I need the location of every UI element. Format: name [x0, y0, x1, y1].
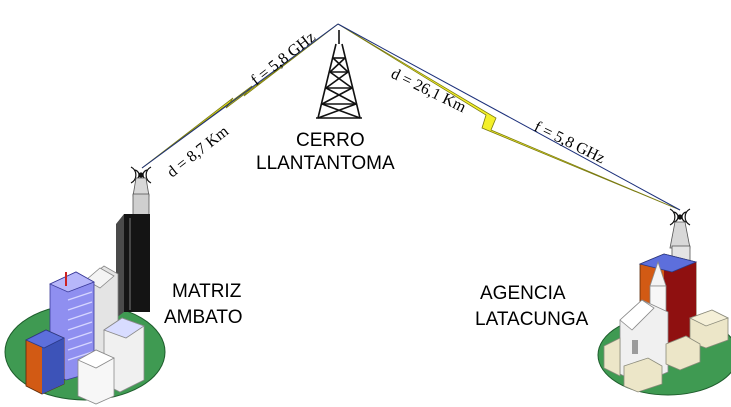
- link-right-wire: [337, 23, 681, 211]
- tower-label-line1: CERRO: [296, 130, 365, 151]
- link-right-frequency: f = 5,8 GHz: [531, 118, 607, 167]
- link-left-distance: d = 8,7 Km: [164, 122, 232, 181]
- right-site-icon: [597, 208, 731, 396]
- left-site-icon: [4, 166, 166, 405]
- left-site-label-line2: AMBATO: [164, 307, 242, 328]
- tower-icon: [316, 30, 362, 119]
- right-site-label-line1: AGENCIA: [480, 283, 566, 304]
- right-antenna-signal-icon: [669, 208, 691, 226]
- left-site-label-line1: MATRIZ: [172, 281, 242, 302]
- link-left-wire: [141, 23, 339, 169]
- right-site-label-line2: LATACUNGA: [475, 309, 589, 330]
- link-left-frequency: f = 5,8 GHz: [248, 29, 319, 90]
- tower-label-line2: LLANTANTOMA: [256, 153, 395, 174]
- link-right: [337, 23, 681, 211]
